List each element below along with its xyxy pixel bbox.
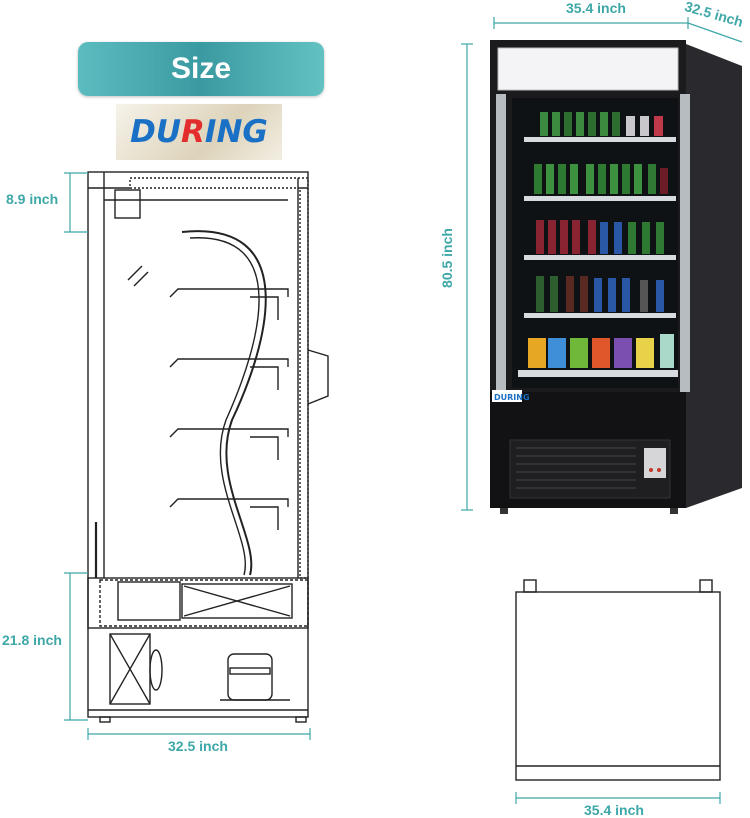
juice-boxes-row [528, 334, 674, 368]
dim-top-width: 35.4 inch [566, 0, 626, 16]
bottles-row-1 [540, 112, 663, 136]
shelf-lines [169, 288, 289, 508]
bottles-row-4 [536, 276, 664, 312]
bottles-row-3 [536, 220, 664, 254]
dim-side-depth: 32.5 inch [168, 738, 228, 754]
bottles-row-2 [534, 164, 668, 194]
size-banner: Size [78, 42, 324, 96]
brand-logo-text: DURING [130, 114, 268, 150]
dim-canopy-height: 8.9 inch [6, 191, 59, 207]
dim-bottom-width: 35.4 inch [584, 802, 644, 818]
size-banner-label: Size [170, 52, 232, 85]
svg-text:DURING: DURING [494, 393, 530, 402]
dim-base-height: 21.8 inch [2, 632, 62, 648]
dim-height: 80.5 inch [439, 228, 455, 288]
brand-logo: DURING [116, 104, 282, 160]
